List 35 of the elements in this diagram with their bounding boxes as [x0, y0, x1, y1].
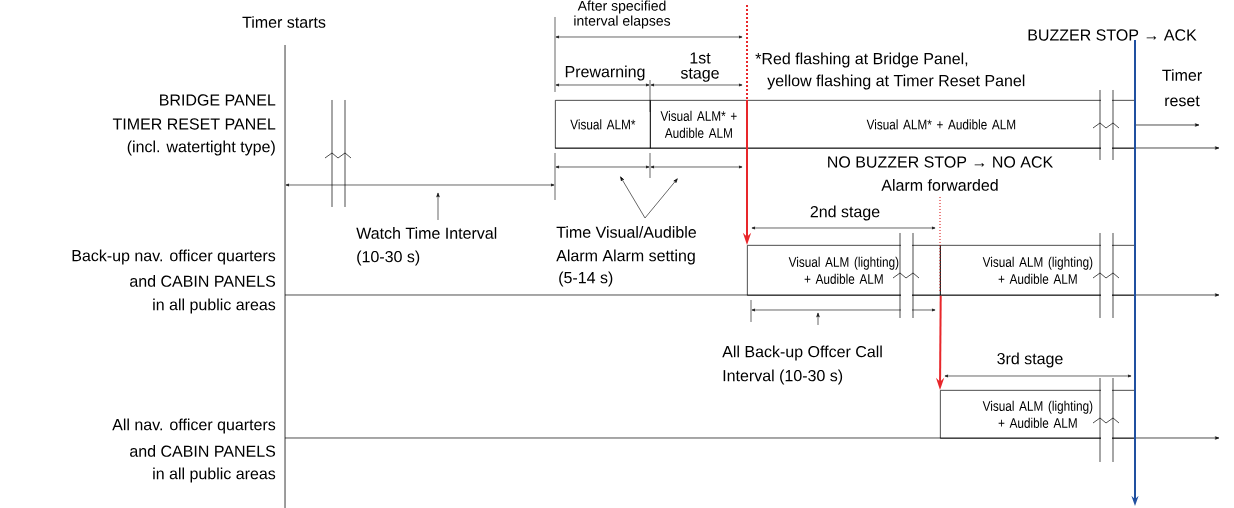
label-text: in all public areas	[153, 298, 276, 314]
label-text: Interval (10-30 s)	[723, 369, 843, 385]
alarm-box: Visual ALM (lighting) + Audible ALM	[940, 245, 1136, 296]
label-text: (10-30 s)	[357, 250, 420, 266]
label-text: Alarm Alarm setting	[556, 249, 695, 265]
label-text: interval elapses	[574, 15, 671, 29]
label-text: TIMER RESET PANEL	[112, 118, 276, 130]
alarm-box: Visual ALM* + Audible ALM	[650, 100, 748, 149]
label-text: After specified	[577, 0, 666, 14]
alarm-box: Visual ALM*	[555, 100, 651, 149]
label-text: *Red flashing at Bridge Panel,	[755, 52, 968, 68]
label-text: BUZZER STOP → ACK	[1028, 29, 1197, 41]
label-text: Watch Time Interval	[356, 227, 497, 239]
alarm-box: Visual ALM (lighting) + Audible ALM	[747, 245, 941, 296]
label-text: and CABIN PANELS	[130, 275, 276, 287]
label-text: Time Visual/Audible	[556, 226, 696, 238]
label-text: Back-up nav. officer quarters	[72, 249, 276, 265]
label-text: (incl. watertight type)	[127, 140, 275, 156]
label-text: and CABIN PANELS	[130, 445, 276, 457]
label-text: 2nd stage	[810, 205, 880, 221]
label-text: All Back-up Offcer Call	[722, 345, 882, 361]
label-text: stage	[680, 68, 719, 82]
label-text: BRIDGE PANEL	[160, 94, 276, 106]
label-text: Timer starts	[242, 16, 326, 28]
alarm-box: Visual ALM* + Audible ALM	[747, 100, 1136, 149]
label-text: in all public areas	[153, 467, 276, 483]
label-text: 1st	[690, 52, 711, 64]
label-text: Timer	[1162, 69, 1202, 81]
label-text: reset	[1165, 95, 1200, 107]
label-text: (5-14 s)	[559, 271, 613, 287]
label-text: All nav. officer quarters	[112, 418, 276, 434]
label-text: Alarm forwarded	[881, 179, 998, 191]
label-text: 3rd stage	[997, 352, 1063, 368]
label-text: yellow flashing at Timer Reset Panel	[767, 74, 1025, 90]
label-text: Prewarning	[565, 65, 645, 81]
